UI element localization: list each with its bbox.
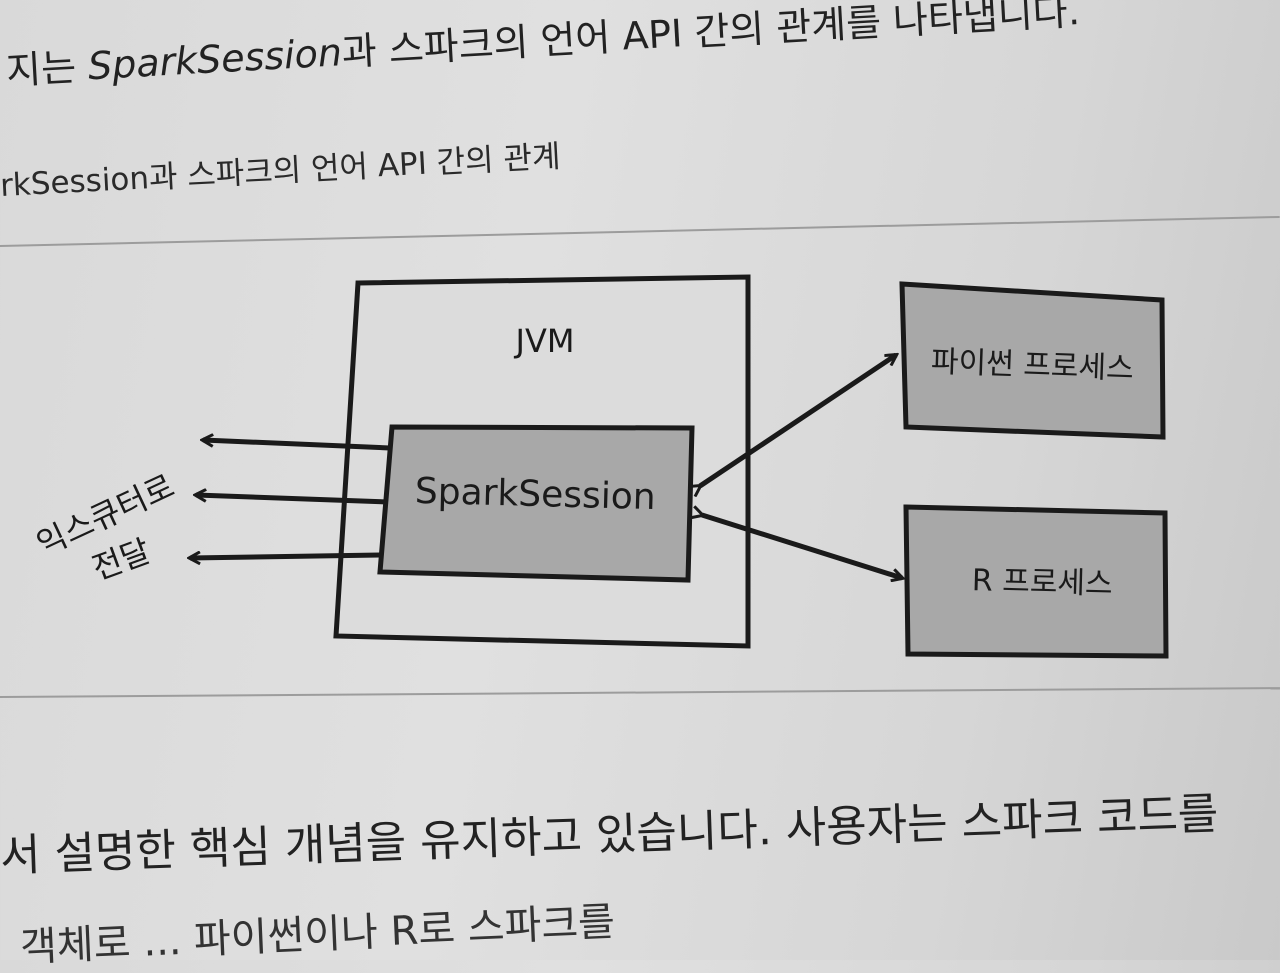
r-process-box	[903, 504, 1169, 659]
r-process-label: R 프로세스	[971, 563, 1113, 602]
spark-session-label: SparkSession	[414, 471, 656, 518]
python-link-arrow	[700, 355, 896, 486]
jvm-label: JVM	[514, 322, 575, 360]
executor-arrow-2	[196, 495, 389, 505]
python-process-box	[899, 281, 1166, 440]
executor-arrow-3	[190, 555, 381, 558]
python-process-label: 파이썬 프로세스	[930, 344, 1134, 386]
spark-session-box	[377, 424, 695, 583]
r-link-arrow	[702, 515, 902, 578]
executor-arrow-1	[203, 440, 391, 451]
executor-label-line2: 전달	[87, 532, 155, 588]
